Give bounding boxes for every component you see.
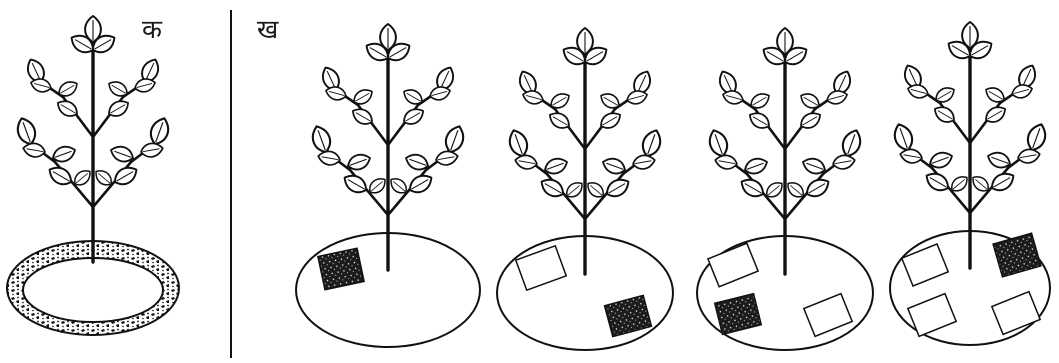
plant-ka-group: [7, 16, 179, 335]
panel-label-kha: ख: [257, 15, 279, 45]
plant-kha-2: [506, 28, 664, 274]
plant-kha-3: [706, 28, 864, 274]
plant-ka: [14, 16, 172, 262]
plant-kha-4: [891, 22, 1049, 268]
plant-kha-1: [309, 24, 467, 270]
panel-label-ka: क: [142, 15, 163, 45]
gravel-ring-inner: [23, 258, 163, 322]
plant-kha-4-group: [890, 22, 1050, 345]
plot-square-dark: [318, 248, 364, 290]
plant-kha-1-group: [296, 24, 480, 347]
plant-kha-3-group: [697, 28, 873, 350]
plant-kha-2-group: [497, 28, 673, 350]
